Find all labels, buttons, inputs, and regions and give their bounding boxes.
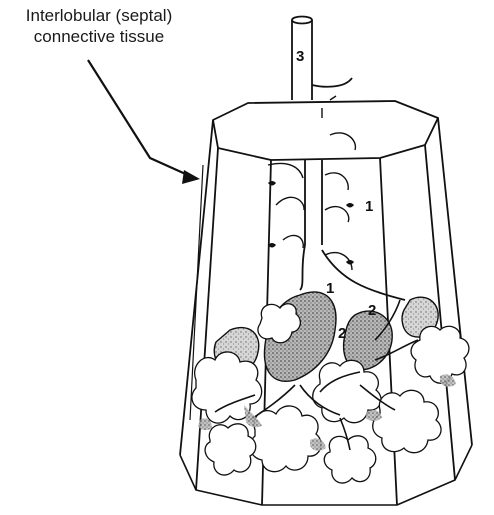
marker-terminal-bronchiole-upper: 1: [365, 198, 373, 215]
marker-respiratory-bronchiole-right: 2: [368, 302, 376, 319]
septal-tissue-caption-line2: connective tissue: [4, 27, 194, 47]
caption-arrow: [88, 60, 200, 184]
septal-tissue-caption-line1: Interlobular (septal): [4, 6, 194, 26]
marker-bronchiole: 3: [296, 48, 304, 65]
alveolar-outpockets: [268, 133, 355, 270]
alveolar-dots: [268, 181, 354, 265]
marker-terminal-bronchiole-lower: 1: [326, 280, 334, 297]
marker-respiratory-bronchiole-left: 2: [338, 325, 346, 342]
